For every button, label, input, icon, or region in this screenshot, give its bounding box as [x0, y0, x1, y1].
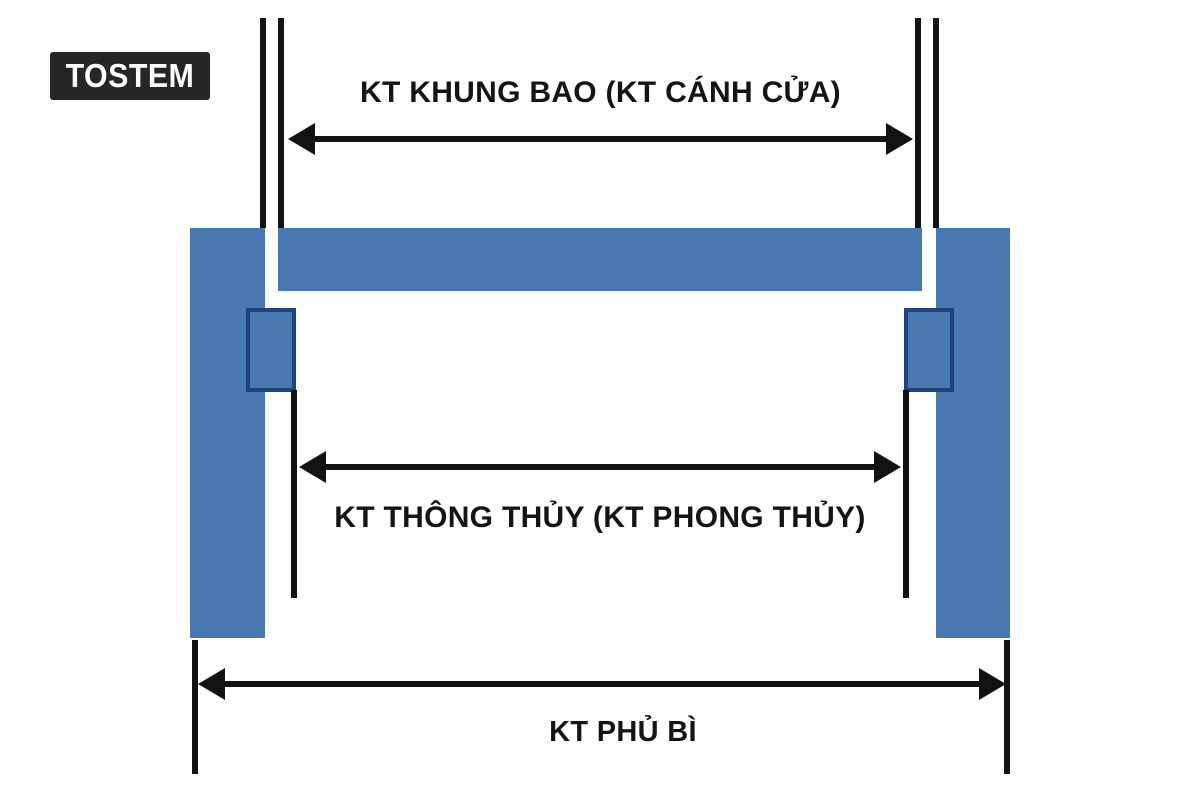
overall-dimension-arrow-shaft [206, 681, 998, 687]
overall-dimension-label: KT PHỦ BÌ [549, 716, 697, 748]
tostem-logo-text: TOSTEM [65, 57, 195, 94]
clear-opening-dimension-arrow [299, 451, 901, 483]
frame-right-jamb [936, 228, 1010, 638]
extension-line-top-left-outer [260, 18, 266, 228]
frame-left-jamb [190, 228, 265, 638]
right-jamb-stop-block [904, 308, 954, 392]
extension-line-top-right-inner [915, 18, 921, 228]
extension-line-top-right-outer [933, 18, 939, 228]
clear-opening-dimension-label: KT THÔNG THỦY (KT PHONG THỦY) [334, 501, 866, 534]
extension-line-top-left-inner [278, 18, 284, 228]
left-jamb-stop-block [246, 308, 296, 392]
tostem-logo: TOSTEM [50, 52, 210, 100]
extension-line-bottom-left [192, 640, 198, 774]
overall-dimension-arrow [198, 668, 1006, 700]
frame-head-bar [278, 228, 922, 291]
frame-dimension-label: KT KHUNG BAO (KT CÁNH CỬA) [360, 76, 841, 109]
extension-line-mid-left [291, 390, 297, 598]
clear-opening-dimension-arrow-shaft [307, 464, 893, 470]
extension-line-bottom-right [1004, 640, 1010, 774]
frame-dimension-arrow-shaft [296, 136, 905, 142]
extension-line-mid-right [903, 390, 909, 598]
frame-dimension-arrow [288, 123, 913, 155]
